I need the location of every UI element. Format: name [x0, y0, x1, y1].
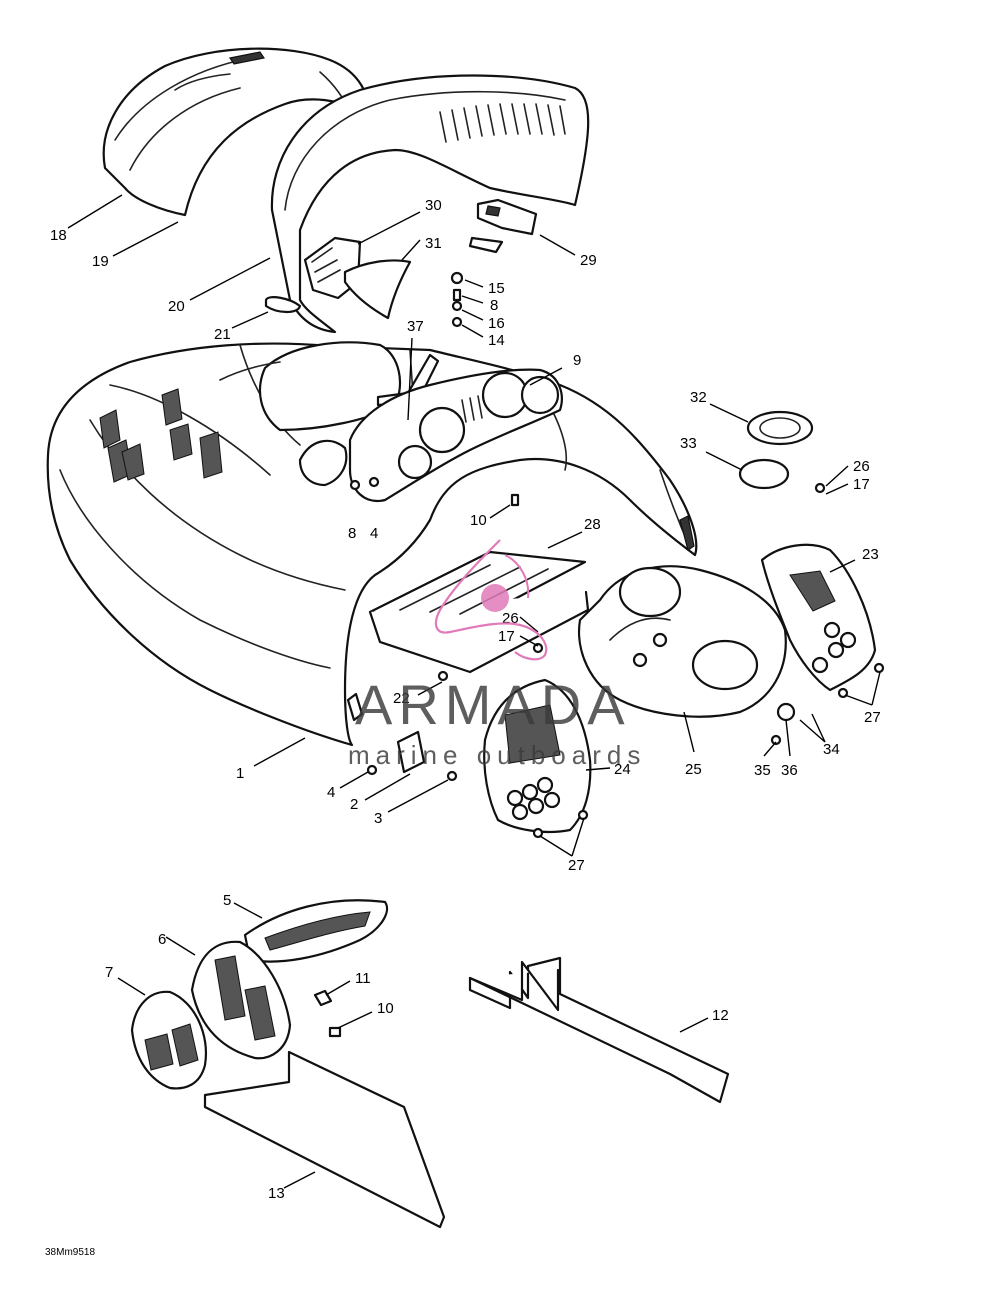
callout-12: 12	[712, 1007, 729, 1024]
callout-35: 35	[754, 762, 771, 779]
callout-28: 28	[584, 516, 601, 533]
callout-19: 19	[92, 253, 109, 270]
callout-17-upper: 17	[853, 476, 870, 493]
callout-25: 25	[685, 761, 702, 778]
part-intake-grilles	[130, 899, 388, 1090]
part-side-pieces	[303, 198, 538, 320]
part-gauge-panel	[348, 368, 563, 503]
watermark: ARMADA marine outboards	[348, 539, 646, 770]
callout-18: 18	[50, 227, 67, 244]
callout-26-upper: 26	[853, 458, 870, 475]
callout-1: 1	[236, 765, 244, 782]
watermark-logo-icon	[434, 539, 548, 661]
callout-8-upper: 8	[490, 297, 498, 314]
callout-2: 2	[350, 796, 358, 813]
callout-8-lower: 8	[348, 525, 356, 542]
part-storage-tray	[368, 550, 590, 674]
callout-17-lower: 17	[498, 628, 515, 645]
callout-37: 37	[407, 318, 424, 335]
callout-15: 15	[488, 280, 505, 297]
callout-31: 31	[425, 235, 442, 252]
callout-27-right: 27	[864, 709, 881, 726]
leader-lines	[67, 194, 881, 1189]
callout-labels: 18 19 20 21 30 31 29 15 8 16 14 37 9 32 …	[50, 197, 881, 1202]
callout-11: 11	[355, 970, 371, 987]
hood-vents	[99, 388, 223, 483]
part-windshield	[270, 74, 590, 334]
part-rings	[738, 410, 814, 490]
callout-33: 33	[680, 435, 697, 452]
hardware-stack	[450, 271, 464, 328]
watermark-tagline: marine outboards	[348, 740, 646, 770]
callout-4-lower: 4	[327, 784, 335, 801]
callout-27-bottom: 27	[568, 857, 585, 874]
callout-24: 24	[614, 761, 631, 778]
callout-3: 3	[374, 810, 382, 827]
callout-29: 29	[580, 252, 597, 269]
callout-22: 22	[393, 690, 410, 707]
callout-21: 21	[214, 326, 231, 343]
callout-16: 16	[488, 315, 505, 332]
callout-7: 7	[105, 964, 113, 981]
callout-30: 30	[425, 197, 442, 214]
callout-36: 36	[781, 762, 798, 779]
callout-32: 32	[690, 389, 707, 406]
callout-9: 9	[573, 352, 581, 369]
callout-14: 14	[488, 332, 505, 349]
callout-20: 20	[168, 298, 185, 315]
callout-5: 5	[223, 892, 231, 909]
part-rear-cover	[102, 47, 368, 217]
part-insulation-foam	[203, 956, 730, 1229]
callout-13: 13	[268, 1185, 285, 1202]
callout-6: 6	[158, 931, 166, 948]
part-side-panel-left	[483, 678, 592, 834]
part-screw-10a	[510, 493, 520, 507]
reference-code: 38Mm9518	[45, 1247, 95, 1258]
watermark-brand: ARMADA	[355, 673, 631, 736]
part-side-panel-right	[760, 543, 877, 692]
callout-10-lower: 10	[377, 1000, 394, 1017]
part-console-housing	[578, 565, 787, 718]
part-hood	[46, 341, 698, 747]
callout-34: 34	[823, 741, 840, 758]
part-handle	[264, 296, 302, 314]
callout-23: 23	[862, 546, 879, 563]
callout-10-upper: 10	[470, 512, 487, 529]
callout-4-upper: 4	[370, 525, 378, 542]
